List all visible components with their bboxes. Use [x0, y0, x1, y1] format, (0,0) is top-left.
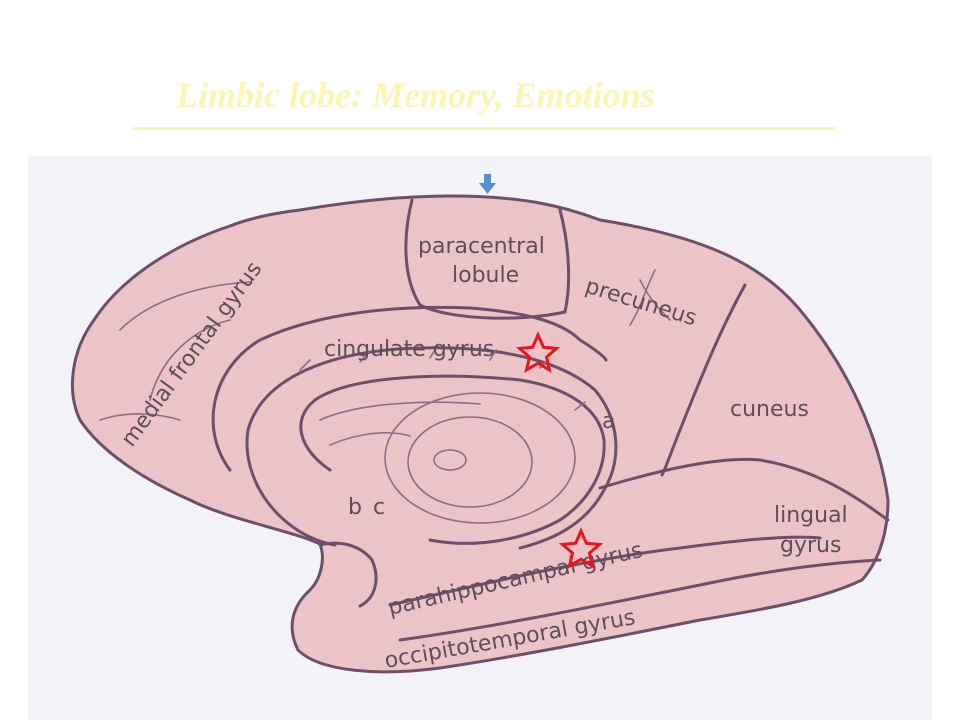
callosum-inner — [299, 374, 606, 545]
label-paracentral-line1: paracentral — [418, 234, 545, 259]
label-lingual-line2: gyrus — [780, 533, 841, 558]
uncus-outline — [318, 541, 378, 608]
septum-line — [329, 432, 411, 446]
label-cuneus: cuneus — [730, 397, 809, 422]
label-c: c — [373, 495, 385, 520]
brain-diagram: paracentral lobule precuneus cingulate g… — [70, 174, 890, 674]
label-cingulate-gyrus: cingulate gyrus — [324, 337, 494, 362]
blue-down-arrow-icon — [479, 174, 496, 194]
precuneus-sulci — [629, 269, 671, 326]
label-lingual-line1: lingual — [774, 503, 848, 528]
paracentral-lobule-outline — [404, 198, 571, 320]
title-underline — [133, 127, 836, 130]
parieto-occipital-sulcus — [660, 283, 747, 477]
calcarine-sulcus — [598, 457, 890, 522]
collateral-sulcus — [388, 535, 822, 607]
label-paracentral-line2: lobule — [452, 263, 519, 288]
cingulate-ridges — [299, 347, 586, 411]
star-marker-parahippocampal — [558, 527, 604, 569]
occipitotemporal-sulcus — [398, 558, 882, 642]
cingulate-sulcus — [211, 305, 608, 472]
diencephalon-ring-3 — [433, 449, 467, 471]
brain-figure-panel: paracentral lobule precuneus cingulate g… — [28, 156, 932, 720]
brain-hemisphere — [70, 194, 890, 674]
label-a: a — [602, 409, 615, 434]
fornix-line — [319, 401, 481, 421]
star-marker-cingulate — [515, 331, 561, 373]
label-b: b — [348, 495, 362, 520]
frontal-sulci — [99, 281, 251, 421]
diencephalon-ring-1 — [384, 392, 576, 524]
diencephalon-ring-2 — [407, 416, 533, 508]
corpus-callosum-outline — [245, 346, 618, 550]
slide-title: Limbic lobe: Memory, Emotions — [176, 75, 655, 115]
